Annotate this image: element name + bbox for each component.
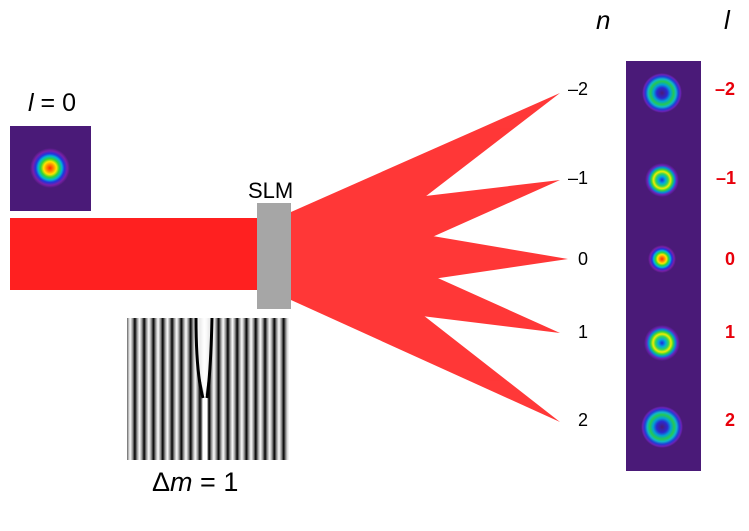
diffracted-beams — [291, 93, 568, 422]
output-mode-1 — [644, 325, 680, 361]
input-mode-image — [10, 126, 91, 211]
grating-charge-label: Δm = 1 — [152, 467, 239, 497]
charge-label-minus1: –1 — [716, 168, 737, 188]
input-mode-label: l = 0 — [28, 89, 76, 117]
diffracted-beam-2 — [291, 212, 560, 422]
charge-label-0: 0 — [725, 249, 736, 269]
charge-label-1: 1 — [725, 322, 736, 342]
output-mode-minus1 — [645, 163, 679, 197]
output-mode-0 — [648, 245, 676, 273]
output-mode-2 — [641, 406, 683, 448]
order-label-1: 1 — [578, 322, 589, 342]
charge-label-minus2: –2 — [715, 79, 736, 99]
output-mode-images — [641, 73, 683, 448]
charge-label-2: 2 — [725, 410, 736, 430]
charge-header: l — [724, 5, 730, 35]
order-label-minus1: –1 — [568, 168, 589, 188]
slm-label: SLM — [248, 178, 294, 203]
output-mode-minus2 — [642, 73, 682, 113]
slm-device — [257, 203, 291, 309]
fork-hologram — [127, 317, 289, 460]
order-label-0: 0 — [578, 249, 589, 269]
order-header: n — [596, 5, 611, 35]
order-label-2: 2 — [578, 410, 589, 430]
order-label-minus2: –2 — [568, 79, 589, 99]
input-beam — [10, 218, 260, 290]
